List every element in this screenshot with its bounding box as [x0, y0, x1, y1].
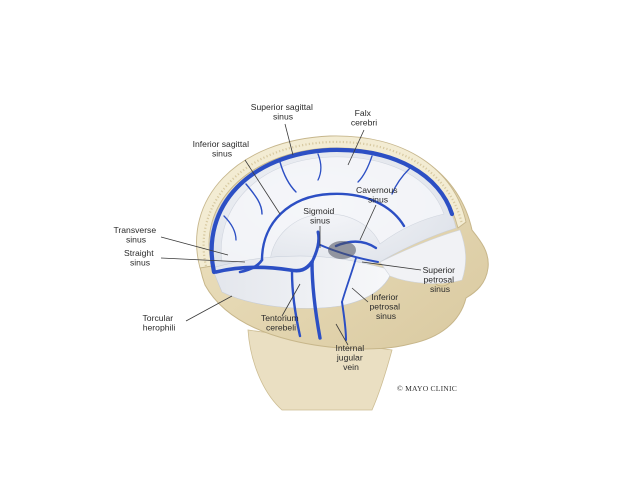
label-tentorium-cerebeli: Tentorium cerebeli [261, 313, 301, 333]
foramen-shading [328, 241, 356, 259]
cortical-vein-4 [357, 155, 373, 183]
neck-shape [247, 329, 393, 411]
cortical-vein-1 [245, 183, 263, 215]
label-cavernous-sinus: Cavernous sinus [356, 185, 400, 205]
label-internal-jugular-vein: Internal jugular vein [335, 343, 366, 372]
skull-dotted-band [202, 140, 464, 267]
cortical-vein-5 [391, 167, 411, 195]
labels: Superior sagittal sinus Falx cerebri Inf… [113, 102, 458, 372]
label-superior-petrosal-sinus: Superior petrosal sinus [423, 265, 458, 294]
lead-falx [347, 129, 365, 166]
label-inferior-sagittal-sinus: Inferior sagittal sinus [193, 139, 252, 159]
cortical-vein-3 [317, 153, 322, 181]
skull-rim [196, 135, 467, 269]
venous-sinuses [209, 147, 455, 341]
inferior-sagittal-sinus-vessel [260, 192, 406, 262]
sigmoid-sinus-vessel [310, 230, 321, 264]
inferior-petrosal-sinus-vessel [341, 257, 357, 303]
label-torcular-herophili: Torcular herophili [143, 313, 176, 333]
lead-inferior-petrosal [351, 287, 369, 303]
jugular-branch-right [341, 301, 347, 341]
leader-lines [160, 123, 422, 346]
label-sigmoid-sinus: Sigmoid sinus [303, 206, 336, 226]
label-falx-cerebri: Falx cerebri [351, 108, 377, 128]
transverse-sinus-vessel [214, 260, 314, 274]
cortical-vein-6 [223, 215, 237, 241]
lead-cavernous [359, 204, 377, 241]
lead-inferior-sagittal [244, 159, 281, 215]
lead-transverse [160, 236, 229, 256]
mayo-clinic-credit: © MAYO CLINIC [397, 384, 457, 393]
lead-superior-sagittal [284, 123, 294, 156]
cortical-vein-2 [279, 161, 297, 193]
superior-sagittal-sinus-vessel [209, 147, 455, 275]
lead-tentorium [281, 283, 301, 317]
skull-outer-rim [196, 135, 467, 269]
label-straight-sinus: Straight sinus [124, 248, 156, 268]
label-superior-sagittal-sinus: Superior sagittal sinus [251, 102, 316, 122]
lead-jugular [335, 323, 349, 346]
label-transverse-sinus: Transverse sinus [113, 225, 158, 245]
label-inferior-petrosal-sinus: Inferior petrosal sinus [370, 292, 403, 321]
jugular-branch [290, 270, 302, 338]
skull-base-cut [379, 229, 466, 284]
falx-cerebri-sheet [220, 156, 445, 263]
lead-straight [160, 257, 246, 263]
lead-superior-petrosal [361, 261, 422, 271]
internal-jugular-vein-vessel [310, 260, 322, 340]
lead-torcular [185, 295, 233, 322]
